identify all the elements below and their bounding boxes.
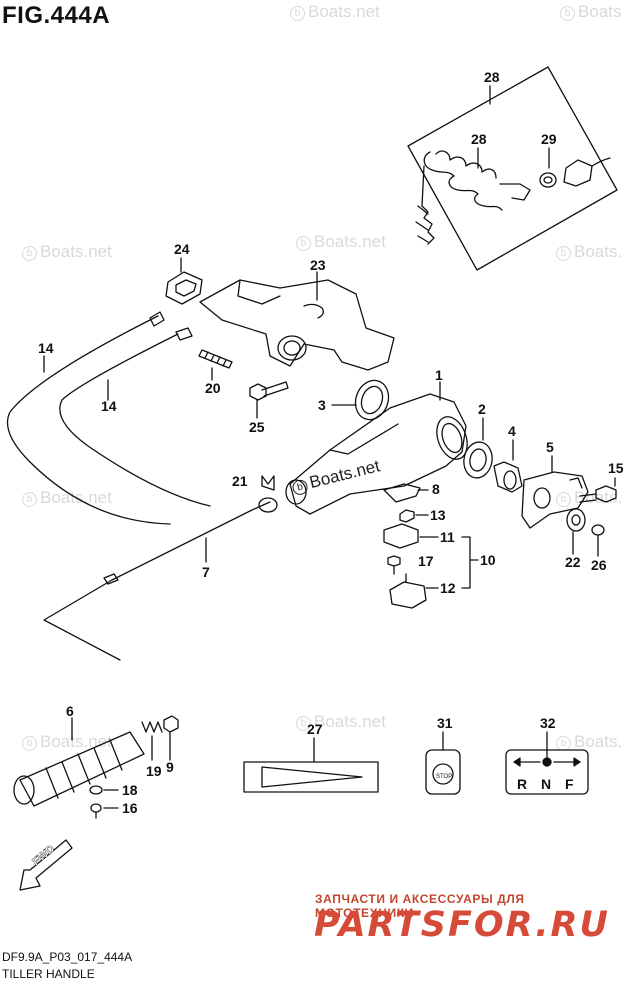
callout-17: 17 [418,553,434,569]
callout-2: 2 [478,401,486,417]
callout-24: 24 [174,241,190,257]
stop-text: STOP [436,774,452,780]
part-30-stop-switch [539,147,611,188]
callout-32: 32 [540,715,556,731]
part-26-screw [591,524,605,557]
callout-18: 18 [122,782,138,798]
part-19-spring [141,721,163,761]
part-23-bracket [199,271,395,371]
part-25-bolt [249,381,289,419]
part-8-plate [383,483,429,503]
part-24-grommet [165,257,203,305]
part-14-cable-b [59,327,211,507]
callout-28: 28 [484,69,500,85]
callout-20: 20 [205,380,221,396]
callout-23: 23 [310,257,326,273]
callout-30: 29 [541,131,557,147]
callout-9: 9 [166,759,174,775]
callout-25: 25 [249,419,265,435]
part-1-tiller-arm [285,381,468,515]
callout-16: 16 [122,800,138,816]
part-21-clip [261,475,275,491]
part-7-cable [103,497,278,585]
part-2-washer [463,417,493,479]
part-22-washer [566,508,586,555]
part-18-washer [89,785,119,795]
callout-4: 4 [508,423,516,439]
callout-12: 12 [440,580,456,596]
group-10-bracket [461,536,471,589]
callout-15: 15 [608,460,623,476]
callout-29: 28 [471,131,487,147]
part-32-shift-decal [505,731,589,795]
callout-14b: 14 [101,398,117,414]
part-17-screw [387,555,401,575]
shift-n-label: N [541,776,551,792]
callout-6: 6 [66,703,74,719]
callout-22: 22 [565,554,581,570]
callout-14a: 14 [38,340,54,356]
callout-27: 27 [307,721,323,737]
part-5-lever [521,455,589,529]
callout-8: 8 [432,481,440,497]
part-14-cable-a [6,311,171,525]
part-31-stop-decal [425,731,461,795]
shop-logo: PARTSFOR.RU [314,905,610,945]
callout-31: 31 [437,715,453,731]
part-27-decal [243,737,379,793]
callout-19: 19 [146,763,162,779]
figure-code: DF9.9A_P03_017_444A [2,950,133,964]
part-6-grip [13,717,145,807]
figure-caption: TILLER HANDLE [2,967,95,981]
callout-21: 21 [232,473,248,489]
part-4-bushing [493,439,523,493]
part-11-block [383,523,439,549]
shift-r-label: R [517,776,527,792]
part-12-knob [389,573,439,609]
part-3-ring [331,379,390,421]
callout-10: 10 [480,552,496,568]
part-9-collar [163,715,179,761]
callout-26: 26 [591,557,607,573]
callout-labels: 28 28 29 24 23 14 14 20 25 3 1 2 4 5 15 … [38,69,623,816]
callout-7: 7 [202,564,210,580]
part-20-pin [198,349,233,381]
part-16-screw [90,803,119,819]
fwd-arrow-icon [19,839,73,891]
callout-3: 3 [318,397,326,413]
callout-11: 11 [440,529,455,545]
callout-13: 13 [430,507,446,523]
part-13-nut [399,509,429,523]
figure-title: FIG.444A [2,2,111,29]
shop-tagline: ЗАПЧАСТИ И АКСЕССУАРЫ ДЛЯ МОТОТЕХНИКИ [315,892,525,920]
shift-f-label: F [565,776,574,792]
callout-5: 5 [546,439,554,455]
callout-1: 1 [435,367,443,383]
part-29-lanyard [415,147,531,245]
part-15-bolt [579,477,617,503]
kit-box-28 [407,66,618,271]
